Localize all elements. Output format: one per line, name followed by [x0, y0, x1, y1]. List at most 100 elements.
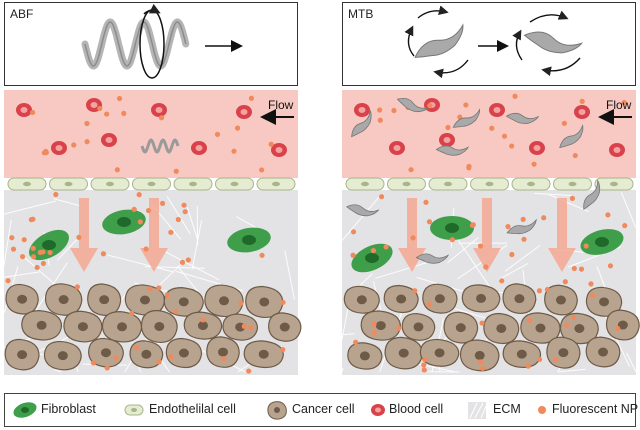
abf-fluorescent-np: [200, 317, 206, 323]
mtb-fluorescent-np: [621, 99, 627, 106]
mtb-tumbling-robot: [505, 112, 540, 124]
mtb-fibroblast-nucleus: [445, 223, 459, 233]
abf-fluorescent-np: [90, 360, 97, 366]
mtb-fluorescent-np: [544, 286, 551, 293]
endothelial-cell-icon: [124, 404, 144, 416]
mtb-ecm-fiber: [341, 193, 382, 241]
mtb-fluorescent-np: [371, 330, 377, 336]
abf-flow-label: Flow: [268, 98, 294, 112]
mtb-tumbling-robot: [452, 108, 481, 128]
abf-fluorescent-np: [259, 167, 265, 173]
mtb-penetration-arrow-icon: [548, 198, 576, 272]
abf-fluorescent-np: [28, 217, 34, 223]
mtb-penetration-arrow-icon: [473, 198, 501, 272]
legend-label-endothelial: Endothelilal cell: [149, 402, 236, 416]
mtb-ecm-fiber: [455, 236, 494, 293]
mtb-label: MTB: [348, 7, 374, 21]
abf-fluorescent-np: [131, 206, 137, 212]
abf-fluorescent-np: [134, 345, 140, 351]
mtb-fluorescent-np: [607, 263, 614, 269]
abf-ecm-fiber: [3, 271, 40, 278]
mtb-fluorescent-np: [396, 325, 402, 331]
legend: Fibroblast Endothelilal cell Cancer cell…: [4, 393, 638, 427]
abf-cancer-nucleus: [77, 322, 88, 332]
abf-endothelial-nucleus: [230, 181, 239, 187]
mtb-ecm-fiber: [341, 367, 344, 373]
abf-endothelial-nucleus: [147, 181, 156, 187]
mtb-fluorescent-np: [408, 167, 414, 173]
abf-cancer-nucleus: [117, 322, 128, 332]
abf-fluorescent-np: [5, 278, 11, 284]
mtb-fluorescent-np: [571, 314, 577, 320]
mtb-cancer-nucleus: [516, 349, 527, 359]
mtb-ecm-fiber: [557, 368, 586, 373]
abf-endothelial-nucleus: [106, 181, 114, 187]
mtb-fluorescent-np: [477, 359, 483, 365]
abf-fluorescent-np: [136, 192, 142, 198]
abf-endothelial-nucleus: [189, 181, 197, 187]
abf-fluorescent-np: [246, 368, 252, 374]
mtb-fluorescent-np: [521, 236, 527, 242]
abf-ecm-fiber: [107, 254, 173, 273]
mtb-ecm-fiber: [375, 261, 431, 279]
mtb-fluorescent-np: [569, 195, 576, 201]
abf-endothelial-nucleus: [272, 181, 280, 187]
mtb-fluorescent-np: [605, 212, 611, 218]
abf-fluorescent-np: [164, 292, 170, 298]
abf-cancer-nucleus: [99, 295, 110, 305]
abf-fibroblast-nucleus: [42, 240, 56, 250]
mtb-fluorescent-np: [370, 247, 377, 254]
legend-label-fibroblast: Fibroblast: [41, 402, 96, 416]
abf-ecm-fiber: [53, 198, 84, 208]
mtb-fluorescent-np: [480, 365, 486, 371]
abf-fluorescent-np: [156, 359, 162, 365]
mtb-cancer-nucleus: [476, 293, 487, 303]
mtb-fluorescent-np: [377, 107, 383, 113]
mtb-fluorescent-np: [391, 107, 397, 114]
mtb-cancer-nucleus: [558, 348, 569, 358]
abf-cancer-nucleus: [139, 295, 150, 305]
mtb-fluorescent-np: [512, 93, 518, 99]
abf-fluorescent-np: [104, 365, 110, 371]
abf-fluorescent-np: [143, 246, 149, 252]
mtb-cancer-nucleus: [598, 347, 609, 357]
mtb-blood-cell-center: [578, 109, 586, 115]
mtb-fluorescent-np: [421, 362, 427, 368]
mtb-fluorescent-np: [421, 367, 427, 373]
mtb-fluorescent-np: [571, 265, 577, 272]
abf-cancer-nucleus: [197, 321, 208, 331]
abf-cancer-nucleus: [141, 349, 152, 359]
abf-fluorescent-np: [9, 235, 15, 241]
abf-cancer-nucleus: [258, 349, 269, 359]
abf-fluorescent-np: [221, 355, 227, 362]
abf-fluorescent-np: [43, 148, 49, 154]
abf-fluorescent-np: [181, 202, 187, 208]
mtb-fluorescent-np: [525, 363, 531, 369]
abf-cancer-nucleus: [17, 294, 28, 304]
abf-fluorescent-np: [173, 309, 179, 315]
mtb-tumbling-robot: [583, 179, 601, 210]
mtb-cancer-nucleus: [617, 320, 628, 330]
mtb-cancer-nucleus: [599, 297, 610, 307]
mtb-blood-cell-center: [393, 145, 401, 151]
abf-fluorescent-np: [121, 110, 127, 117]
abf-fluorescent-np: [19, 254, 26, 260]
abf-blood-cell-center: [20, 107, 28, 113]
abf-ecm-fiber: [3, 200, 56, 215]
abf-fluorescent-np: [234, 125, 241, 131]
abf-blood-cell-center: [55, 145, 63, 151]
abf-vessel: [4, 90, 298, 178]
mtb-cancer-nucleus: [455, 323, 466, 333]
tumble-arrow-icon: [541, 57, 581, 77]
abf-fluorescent-np: [158, 115, 165, 121]
mtb-cancer-nucleus: [356, 295, 367, 305]
mtb-fluorescent-np: [583, 243, 589, 249]
mtb-fluorescent-np: [426, 219, 433, 225]
abf-fluorescent-np: [74, 284, 81, 290]
mtb-fibroblast-nucleus: [365, 253, 379, 263]
abf-ecm-fiber: [191, 220, 203, 270]
mtb-fluorescent-np: [426, 301, 432, 307]
abf-cancer-nucleus: [100, 348, 111, 358]
legend-label-ecm: ECM: [493, 402, 521, 416]
mtb-tumbling-robot: [506, 218, 537, 235]
